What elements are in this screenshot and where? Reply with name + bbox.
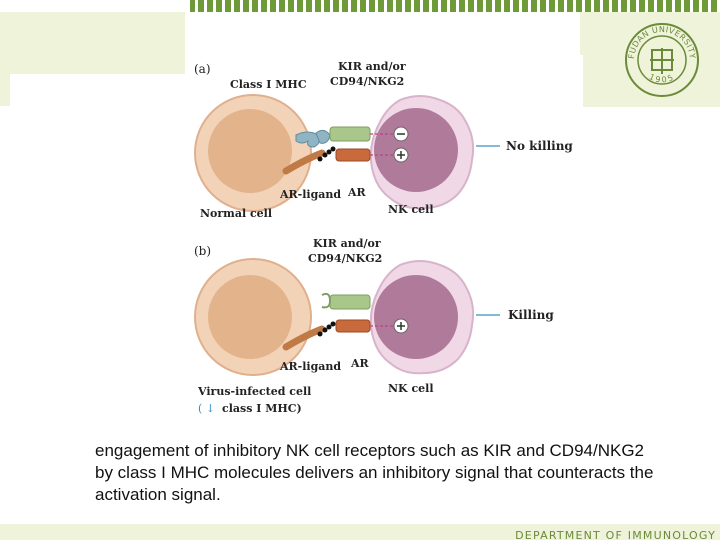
logo-year-text: 1905 — [648, 72, 675, 84]
nk-cell-b — [369, 260, 475, 375]
panel-b-ar-label: AR — [350, 357, 370, 370]
ar-ligand-binding-b — [282, 318, 409, 351]
kir-unbound-b — [321, 292, 371, 310]
panel-a-nk-label: NK cell — [388, 203, 434, 216]
panel-b-target-label-2: class I MHC) — [222, 402, 302, 415]
panel-a-outcome: No killing — [506, 139, 573, 153]
panel-b-receptor-label-1: KIR and/or — [313, 237, 381, 250]
university-seal-logo: FUDAN UNIVERSITY 1905 — [625, 23, 699, 97]
panel-a-receptor-label-1: KIR and/or — [338, 60, 406, 73]
mhc-kir-binding-a — [295, 126, 409, 148]
panel-a-receptor-label-2: CD94/NKG2 — [330, 75, 404, 88]
header-white-strip — [10, 74, 185, 106]
top-band-gap — [0, 0, 190, 12]
footer-bar — [0, 524, 720, 540]
panel-a-ar-label: AR — [347, 186, 367, 199]
slide-caption: engagement of inhibitory NK cell recepto… — [95, 441, 654, 504]
panel-a-ligand-label: AR-ligand — [279, 188, 341, 201]
ar-ligand-binding-a — [282, 146, 409, 175]
panel-a-class-label: Class I MHC — [230, 78, 307, 91]
nk-cell-figure: (a) Class I MHC KIR and/or CD94/NKG2 AR-… — [188, 55, 583, 420]
normal-cell — [194, 94, 312, 212]
virus-infected-cell — [194, 258, 312, 376]
nk-cell-a — [369, 95, 475, 210]
panel-b-paren-open: ( ↓ — [198, 402, 215, 415]
panel-b-tag: (b) — [194, 244, 211, 258]
svg-text:1905: 1905 — [648, 72, 677, 84]
left-header-panel-lower — [0, 74, 10, 106]
panel-b-ligand-label: AR-ligand — [279, 360, 341, 373]
footer-department-label: DEPARTMENT OF IMMUNOLOGY — [515, 529, 716, 542]
panel-b-receptor-label-2: CD94/NKG2 — [308, 252, 382, 265]
panel-b-nk-label: NK cell — [388, 382, 434, 395]
panel-a-tag: (a) — [194, 62, 211, 76]
panel-a-target-label: Normal cell — [200, 207, 272, 220]
left-header-panel — [0, 12, 185, 74]
panel-b-target-label-1: Virus-infected cell — [197, 385, 311, 398]
panel-b-outcome: Killing — [508, 308, 554, 322]
